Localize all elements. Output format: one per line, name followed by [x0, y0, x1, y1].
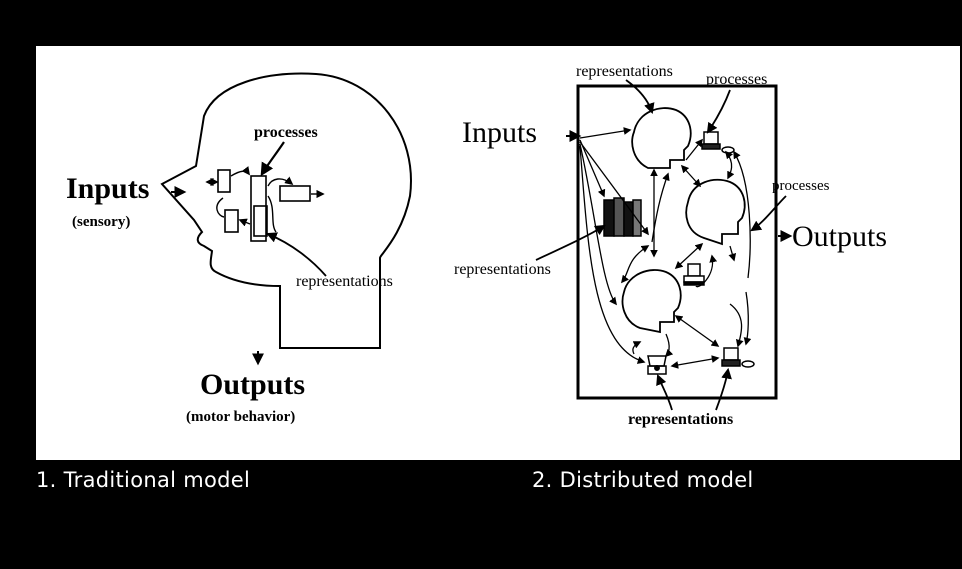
proc-top-pointer	[706, 89, 731, 134]
trad-outputs-label: Outputs	[200, 368, 305, 401]
trad-processes-label: processes	[254, 124, 318, 141]
printer-icon	[683, 263, 705, 286]
network-arrows	[579, 127, 752, 369]
rep-bottom-left-pointer	[656, 373, 673, 411]
artifacts	[603, 131, 755, 375]
rep-bottom-right-pointer	[715, 367, 732, 411]
dist-representations-top: representations	[576, 63, 673, 80]
trad-representations-label: representations	[296, 273, 393, 290]
head-mid	[685, 178, 746, 246]
computer-top-icon	[701, 131, 735, 154]
figure-panel: processes Inputs (sensory) representatio…	[36, 46, 960, 460]
telephone-icon	[647, 355, 667, 375]
head-top	[631, 107, 692, 169]
trad-inputs-sub: (sensory)	[72, 214, 130, 230]
dist-representations-bottom: representations	[628, 411, 733, 428]
proc-right-pointer	[750, 195, 787, 232]
computer-bottom-icon	[721, 347, 755, 368]
heads	[621, 107, 746, 334]
representations-pointer	[266, 232, 327, 277]
dist-processes-right: processes	[772, 178, 830, 194]
dist-representations-left: representations	[454, 261, 551, 278]
distributed-caption: 2. Distributed model	[532, 468, 754, 492]
head-bottom	[621, 269, 682, 334]
internal-boxes	[217, 169, 311, 242]
books-icon	[603, 197, 642, 237]
distributed-model: Inputs representations processes process…	[454, 63, 887, 428]
diagram-canvas: processes Inputs (sensory) representatio…	[66, 63, 887, 428]
dist-outputs-label: Outputs	[792, 220, 887, 253]
traditional-model: processes Inputs (sensory) representatio…	[66, 72, 412, 425]
rep-left-pointer	[535, 224, 606, 261]
dist-processes-top: processes	[706, 71, 767, 88]
head-silhouette	[160, 72, 412, 349]
trad-inputs-label: Inputs	[66, 172, 149, 205]
processes-pointer	[260, 141, 285, 177]
traditional-caption: 1. Traditional model	[36, 468, 251, 492]
trad-outputs-sub: (motor behavior)	[186, 409, 295, 425]
dist-inputs-label: Inputs	[462, 116, 537, 149]
system-frame	[576, 84, 778, 400]
rep-top-pointer	[625, 79, 655, 115]
internal-arrows	[205, 166, 325, 233]
